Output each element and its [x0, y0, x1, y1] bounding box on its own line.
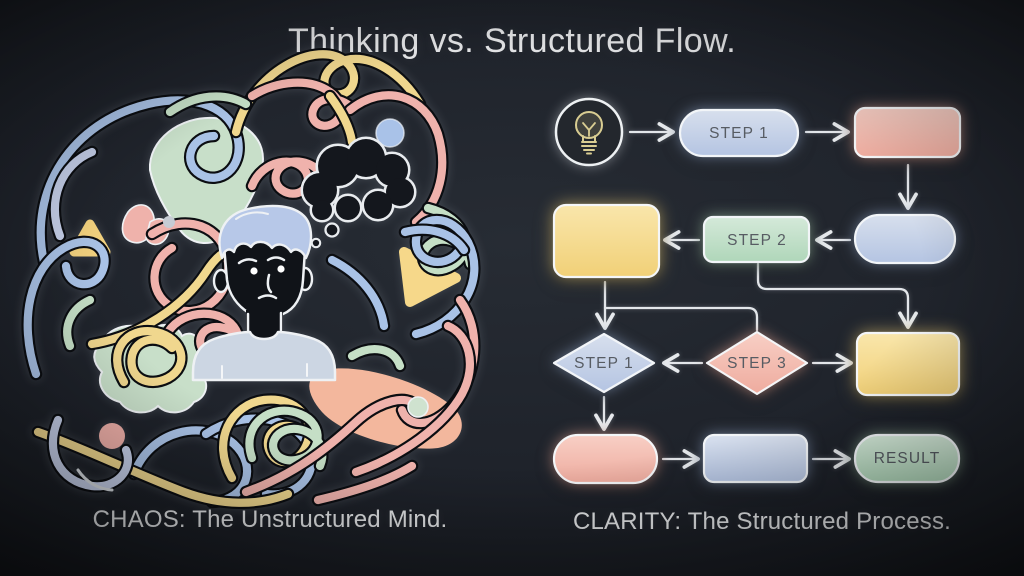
green-pin-dot [407, 396, 429, 418]
blue-dot [375, 118, 405, 148]
gray-dot [163, 216, 175, 228]
node-box-pink-pill [552, 433, 659, 485]
node-label: STEP 2 [727, 232, 787, 249]
node-step1-pill: STEP 1 [678, 108, 800, 158]
node-box-pink [853, 106, 962, 159]
node-step3-diamond: STEP 3 [705, 330, 809, 396]
chaos-illustration [21, 48, 481, 509]
right-caption: CLARITY: The Structured Process. [572, 508, 952, 535]
node-label: RESULT [874, 450, 941, 467]
node-label: STEP 1 [574, 355, 634, 372]
tangle-ropes [21, 48, 481, 509]
node-start [554, 97, 624, 167]
node-step2-box: STEP 2 [702, 215, 811, 264]
white-arc [76, 468, 114, 492]
left-caption: CHAOS: The Unstructured Mind. [92, 506, 448, 533]
node-box-blue [702, 433, 809, 484]
node-box-blue-pill [853, 213, 957, 265]
thought-cloud-icon [300, 136, 417, 249]
node-box-yellow-2 [855, 331, 961, 397]
node-box-yellow [552, 203, 661, 279]
flowchart: STEP 1 STEP 2 STEP 1 STEP 3 [552, 97, 962, 485]
node-result-pill: RESULT [853, 433, 961, 484]
flow-connectors [594, 122, 918, 469]
lightbulb-icon [575, 111, 603, 155]
node-label: STEP 3 [727, 355, 787, 372]
node-label: STEP 1 [709, 125, 769, 142]
pink-dot [99, 423, 125, 449]
person [191, 204, 337, 382]
node-step1-diamond: STEP 1 [552, 332, 656, 394]
